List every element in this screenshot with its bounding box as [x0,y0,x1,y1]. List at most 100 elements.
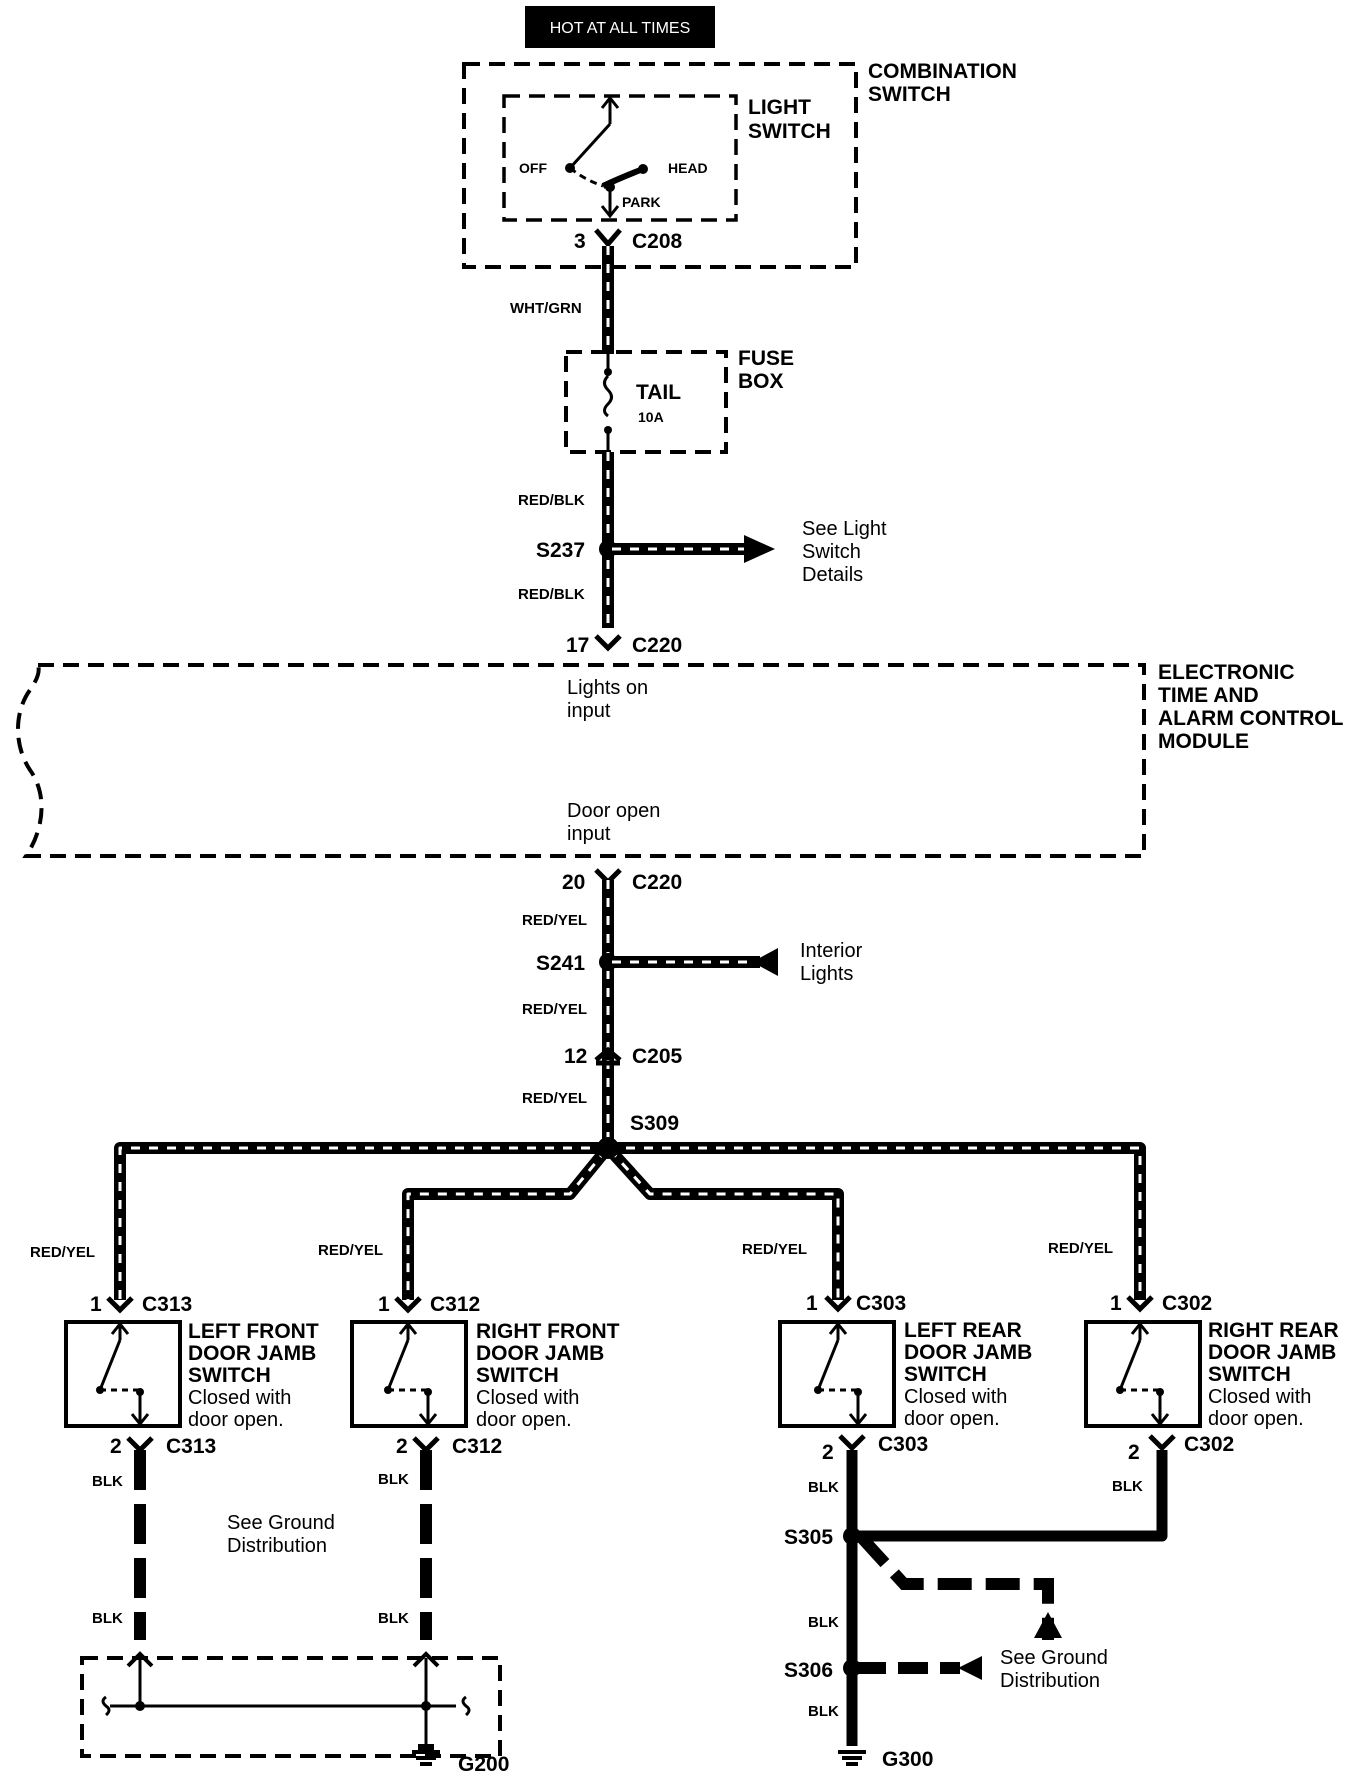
lf-switch-note-1: Closed with [188,1387,291,1409]
rf-switch-note-2: door open. [476,1409,572,1431]
g200-box [80,1656,502,1758]
lights-on-input-1: Lights on [567,677,648,699]
red-blk-wire-label-1: RED/BLK [518,492,585,509]
s237-branch-wire [612,535,775,563]
rr-switch-name-3: SWITCH [1208,1363,1291,1386]
module-title-2: TIME AND [1158,684,1259,707]
interior-lights-2: Lights [800,963,853,985]
lr-switch-note-1: Closed with [904,1386,1007,1408]
lr-switch-name-1: LEFT REAR [904,1319,1022,1342]
g200-ground-block [80,1651,502,1766]
s309-label: S309 [630,1112,679,1135]
blk-rf-label-2: BLK [378,1610,409,1627]
s237-label: S237 [536,539,585,562]
see-ground-distribution-left-1: See Ground [227,1512,335,1534]
fuse-box-outline [564,350,728,454]
lr-switch-name-2: DOOR JAMB [904,1341,1032,1364]
lr-switch-note-2: door open. [904,1408,1000,1430]
red-yel-rf-label: RED/YEL [318,1242,383,1259]
right-rear-door-jamb-switch: 1 C302 RIGHT REAR DOOR JAMB SWITCH Close… [1084,1292,1339,1464]
door-open-input-2: input [567,823,611,845]
blk-lr-label: BLK [808,1479,839,1496]
fuse-box: FUSE BOX TAIL 10A [564,347,794,454]
module-title-1: ELECTRONIC [1158,661,1295,684]
combination-switch-box [462,62,858,269]
lights-on-input-2: input [567,700,611,722]
c220-top-pin: 17 [566,634,589,657]
left-rear-door-jamb-switch: 1 C303 LEFT REAR DOOR JAMB SWITCH Closed… [778,1292,1032,1464]
hot-at-all-times-label: HOT AT ALL TIMES [550,20,691,37]
red-yel-lf-label: RED/YEL [30,1244,95,1261]
s306-splice [843,1659,861,1677]
light-switch-off-label: OFF [519,160,547,176]
see-ground-distribution-left-2: Distribution [227,1535,327,1557]
alarm-control-module-box [16,663,1146,858]
rf-conn-bottom: C312 [452,1435,502,1458]
rr-conn-bottom: C302 [1184,1433,1234,1456]
c220-top-connector: C220 [632,634,682,657]
c220-top-connector-symbol [594,634,622,652]
hot-at-all-times-box: HOT AT ALL TIMES [525,6,715,48]
lf-switch-name-1: LEFT FRONT [188,1320,319,1343]
lf-pin-bottom: 2 [110,1435,122,1458]
rear-ground-wiring [838,1450,1168,1766]
blk-lf-label-1: BLK [92,1473,123,1490]
fuse-symbol [603,374,613,418]
rf-switch-note-1: Closed with [476,1387,579,1409]
blk-rf-label-1: BLK [378,1471,409,1488]
s305-splice [843,1527,861,1545]
lr-conn-bottom: C303 [878,1433,928,1456]
lf-switch-name-2: DOOR JAMB [188,1342,316,1365]
see-light-switch-details-1: See Light [802,518,887,540]
light-switch-box [502,94,738,222]
red-yel-wire-label-2: RED/YEL [522,1001,587,1018]
combination-switch: COMBINATION SWITCH LIGHT SWITCH OFF HEAD… [462,60,1017,269]
combination-switch-title-1: COMBINATION [868,60,1017,83]
see-light-switch-details-2: Switch [802,541,861,563]
red-yel-rr-label: RED/YEL [1048,1240,1113,1257]
blk-s306-label: BLK [808,1703,839,1720]
rr-switch-box [1084,1320,1202,1428]
blk-rr-label: BLK [1112,1478,1143,1495]
g300-label: G300 [882,1748,933,1771]
lf-conn-bottom: C313 [166,1435,216,1458]
s309-splice [597,1137,619,1159]
see-ground-distribution-right-2: Distribution [1000,1670,1100,1692]
c208-connector-symbol [594,228,622,248]
right-front-door-jamb-switch: 1 C312 RIGHT FRONT DOOR JAMB SWITCH Clos… [350,1293,620,1458]
s306-label: S306 [784,1659,833,1682]
c205-connector: C205 [632,1045,683,1068]
lf-pin-top: 1 [90,1293,102,1316]
interior-lights-1: Interior [800,940,863,962]
g200-label: G200 [458,1753,509,1776]
rr-switch-note-1: Closed with [1208,1386,1311,1408]
rr-switch-note-2: door open. [1208,1408,1304,1430]
combination-switch-title-2: SWITCH [868,83,951,106]
fuse-rating: 10A [638,409,664,425]
rf-pin-top: 1 [378,1293,390,1316]
c208-connector: C208 [632,230,683,253]
lf-switch-box [64,1320,182,1428]
s305-label: S305 [784,1526,833,1549]
light-switch-title-1: LIGHT [748,96,811,119]
module-title-3: ALARM CONTROL [1158,707,1344,730]
lf-switch-name-3: SWITCH [188,1364,271,1387]
lf-switch-note-2: door open. [188,1409,284,1431]
rr-switch-name-1: RIGHT REAR [1208,1319,1339,1342]
lr-pin-bottom: 2 [822,1441,834,1464]
rf-pin-bottom: 2 [396,1435,408,1458]
lr-switch-name-3: SWITCH [904,1363,987,1386]
module-title-4: MODULE [1158,730,1249,753]
left-front-door-jamb-switch: 1 C313 LEFT FRONT DOOR JAMB SWITCH Close… [64,1293,319,1458]
c205-pin: 12 [564,1045,587,1068]
s241-label: S241 [536,952,585,975]
rf-switch-name-2: DOOR JAMB [476,1342,604,1365]
lf-conn-top: C313 [142,1293,192,1316]
c208-pin: 3 [574,230,586,253]
door-open-input-1: Door open [567,800,660,822]
c220-bottom-connector: C220 [632,871,682,894]
rr-switch-name-2: DOOR JAMB [1208,1341,1336,1364]
see-light-switch-details-3: Details [802,564,863,586]
rf-conn-top: C312 [430,1293,480,1316]
